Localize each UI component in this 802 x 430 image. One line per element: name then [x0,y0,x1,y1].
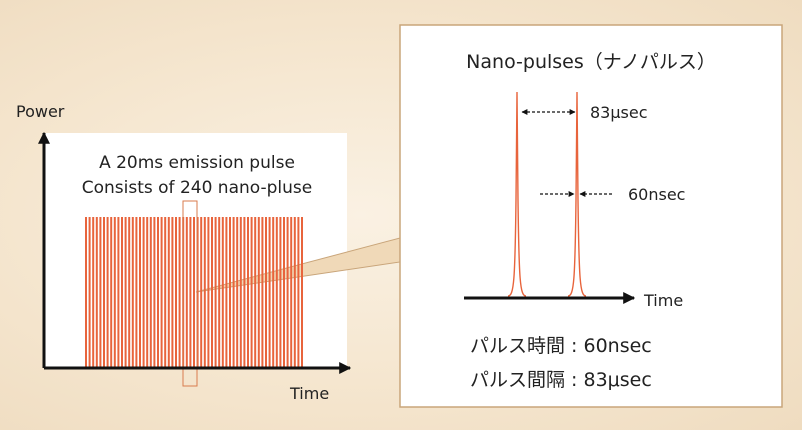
emission-pulse-bar [225,217,228,368]
emission-pulse-bar [149,217,152,368]
emission-pulse-bar [275,217,278,368]
panel-title: Nano-pulses（ナノパルス） [466,51,716,73]
pulse-interval-line: パルス間隔 : 83μsec [470,369,652,391]
emission-pulse-bar [178,217,181,368]
interval-label: 83μsec [590,103,648,122]
emission-pulse-bar [247,217,249,368]
emission-pulse-bar [167,217,170,368]
emission-pulse-bar [272,217,275,368]
emission-pulse-bar [221,217,224,368]
emission-pulse-bar [301,217,303,368]
nano-pulse-1 [507,91,527,297]
emission-pulse-bar [175,217,177,368]
emission-pulse-bar [283,217,285,368]
pulse-time-line: パルス時間 : 60nsec [470,335,652,357]
emission-pulse-bar [193,217,195,368]
emission-pulse-bar [211,217,213,368]
nano-pulse-2 [567,91,587,297]
emission-pulse-bar [236,217,239,368]
emission-pulse-bar [106,217,109,368]
emission-pulse-bar [160,217,163,368]
emission-caption-line2: Consists of 240 nano-pluse [82,178,312,198]
emission-pulse-bar [214,217,217,368]
width-label: 60nsec [628,185,685,204]
time-axis-label: Time [289,384,329,403]
emission-pulse-bar [196,217,199,368]
emission-pulse-bar [146,217,149,368]
emission-pulse-bar [189,217,192,368]
emission-pulse-bar [131,217,134,368]
emission-pulse-bar [128,217,131,368]
emission-pulse-bar [218,217,221,368]
emission-pulse-bar [99,217,102,368]
emission-pulse-bar [293,217,296,368]
emission-pulse-bar [229,217,231,368]
nano-pulse-panel [399,24,783,408]
emission-pulse-bar [117,217,120,368]
emission-pulse-bar [153,217,156,368]
emission-pulse-bar [110,217,113,368]
emission-pulse-bar [113,217,116,368]
emission-pulse-bar [85,217,87,368]
emission-pulse-bar [232,217,235,368]
emission-pulse-bar [250,217,253,368]
emission-pulse-bar [279,217,282,368]
emission-pulse-bar [164,217,167,368]
emission-pulse-bar [268,217,271,368]
emission-pulse-bar [261,217,264,368]
emission-pulse-bar [171,217,174,368]
emission-pulse-bar [142,217,145,368]
emission-pulse-bar [139,217,141,368]
left-chart-background [44,133,347,368]
power-axis-label: Power [16,102,65,121]
emission-pulse-bar [290,217,293,368]
emission-pulse-bar [185,217,188,368]
emission-caption-line1: A 20ms emission pulse [99,153,295,173]
emission-pulse-bar [95,217,98,368]
emission-pulse-bar [200,217,203,368]
emission-pulse-bar [88,217,91,368]
emission-pulse-bar [286,217,289,368]
emission-pulse-bar [297,217,300,368]
emission-pulse-bar [243,217,246,368]
emission-pulse-bar [254,217,257,368]
emission-pulse-bar [157,217,159,368]
emission-pulse-bar [124,217,127,368]
emission-pulse-bar [121,217,123,368]
emission-pulse-bar [265,217,267,368]
panel-time-label: Time [643,291,683,310]
emission-pulse-bar [103,217,105,368]
emission-pulse-bar [203,217,206,368]
highlighted-pulse-box [182,200,198,387]
emission-pulse-train [85,217,303,368]
emission-pulse-bar [135,217,138,368]
emission-pulse-bar [92,217,95,368]
emission-pulse-bar [257,217,260,368]
emission-pulse-bar [207,217,210,368]
emission-pulse-bar [239,217,242,368]
